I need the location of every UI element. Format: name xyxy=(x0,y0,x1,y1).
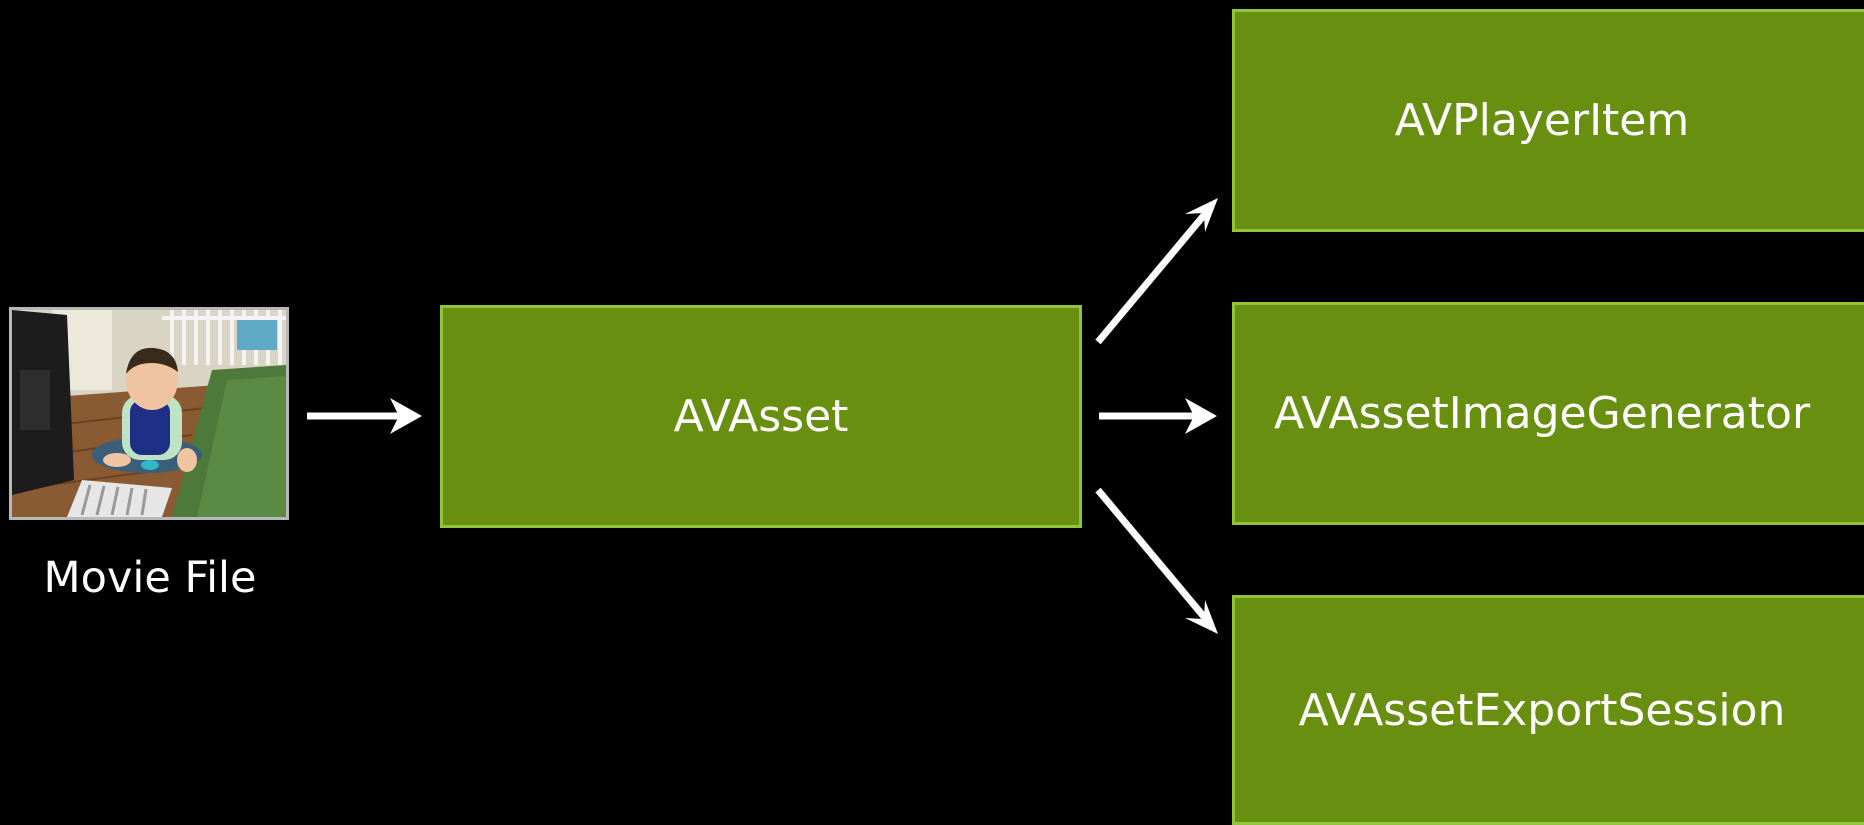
avassetimagegenerator-box: AVAssetImageGenerator xyxy=(1232,302,1864,525)
avassetexportsession-label: AVAssetExportSession xyxy=(1298,684,1786,736)
movie-file-thumbnail xyxy=(9,307,289,520)
arrow-movie-to-avasset xyxy=(307,398,422,434)
avassetexportsession-box: AVAssetExportSession xyxy=(1232,595,1864,825)
movie-thumbnail-icon xyxy=(12,310,286,517)
arrow-avasset-to-exportsession xyxy=(1095,487,1218,634)
avassetimagegenerator-label: AVAssetImageGenerator xyxy=(1273,388,1811,439)
avasset-label: AVAsset xyxy=(673,391,849,442)
arrow-avasset-to-imagegenerator xyxy=(1099,398,1217,434)
avasset-box: AVAsset xyxy=(440,305,1082,528)
avplayeritem-label: AVPlayerItem xyxy=(1394,95,1690,146)
arrow-avasset-to-playeritem xyxy=(1095,198,1218,345)
avplayeritem-box: AVPlayerItem xyxy=(1232,9,1864,232)
movie-file-caption: Movie File xyxy=(43,553,257,603)
